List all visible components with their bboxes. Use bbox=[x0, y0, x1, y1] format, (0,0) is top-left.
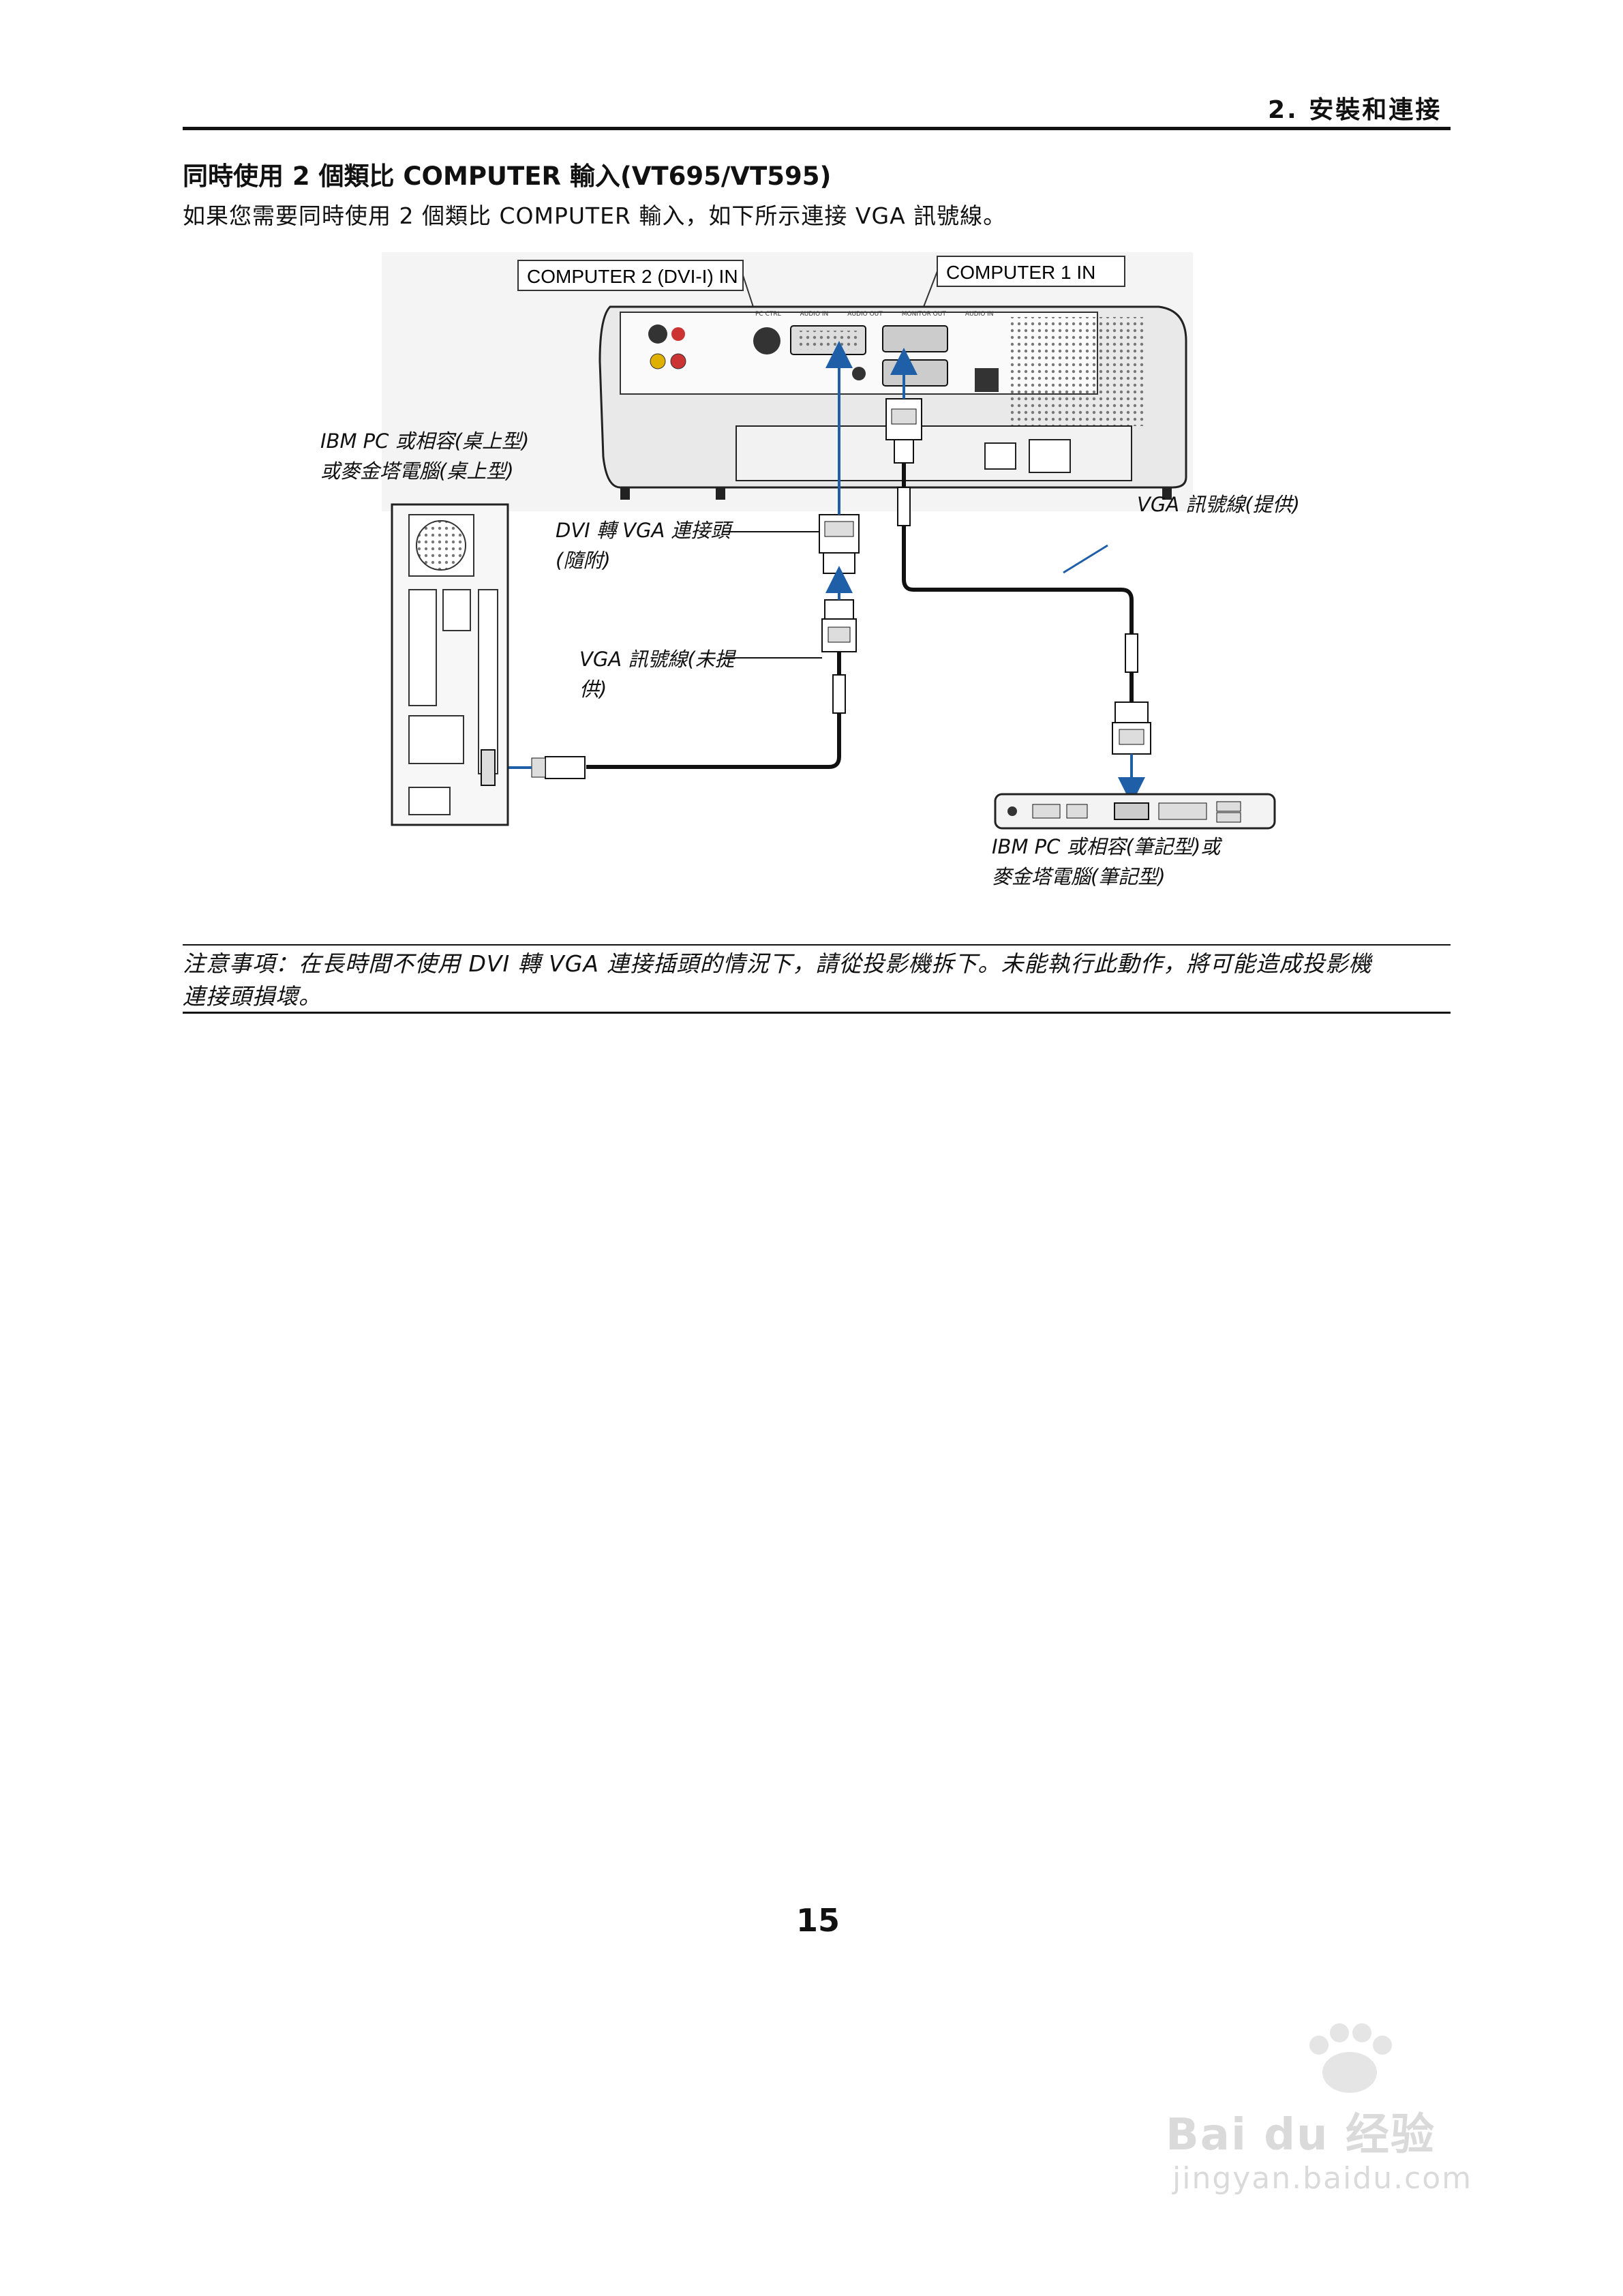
page-number: 15 bbox=[796, 1902, 840, 1939]
monitor-out-port bbox=[882, 359, 948, 387]
laptop bbox=[994, 793, 1276, 830]
vga-plug-desktop-side bbox=[531, 756, 586, 779]
vga-cable-not-supplied-label: VGA 訊號線(未提 供) bbox=[579, 644, 735, 704]
note-line2: 連接頭損壞。 bbox=[183, 983, 322, 1010]
laptop-vga-port bbox=[1114, 802, 1149, 820]
desktop-tower bbox=[391, 503, 509, 826]
supplied-cable-callout bbox=[1063, 544, 1108, 574]
note-bottom-rule bbox=[183, 1012, 1451, 1014]
desktop-label-line1: IBM PC 或相容(桌上型) bbox=[320, 429, 530, 453]
dvi-adapter-label-line1: DVI 轉 VGA 連接頭 bbox=[556, 519, 731, 542]
intro-paragraph: 如果您需要同時使用 2 個類比 COMPUTER 輸入，如下所示連接 VGA 訊… bbox=[183, 202, 1007, 229]
connection-diagram: COMPUTER 2 (DVI-I) IN COMPUTER 1 IN bbox=[382, 252, 1276, 830]
panel-label: AUDIO IN bbox=[965, 311, 994, 318]
power-switch bbox=[984, 442, 1016, 470]
dvi-vga-adapter bbox=[819, 514, 860, 574]
section-header-label: 2. 安裝和連接 bbox=[1268, 96, 1442, 124]
port-label-computer1: COMPUTER 1 IN bbox=[923, 256, 1125, 307]
header-rule bbox=[183, 127, 1451, 130]
vga-cable-not-supplied-label-line2: 供) bbox=[579, 678, 607, 701]
port-label-computer2: COMPUTER 2 (DVI-I) IN bbox=[517, 260, 754, 307]
dvi-adapter-label-line2: (隨附) bbox=[556, 549, 611, 572]
note-text: 注意事項：在長時間不使用 DVI 轉 VGA 連接插頭的情況下，請從投影機拆下。… bbox=[183, 948, 1451, 1013]
watermark-line2: jingyan.baidu.com bbox=[1172, 2161, 1473, 2196]
vga-cable-supplied bbox=[902, 463, 1134, 702]
vga-cable-not-supplied-label-line1: VGA 訊號線(未提 bbox=[579, 648, 735, 671]
ferrite-core-2 bbox=[897, 487, 911, 526]
vga-plug-projector bbox=[885, 398, 922, 464]
port-label-computer2-text: COMPUTER 2 (DVI-I) IN bbox=[527, 266, 738, 287]
panel-label: AUDIO IN bbox=[800, 311, 829, 318]
vga-cable-not-supplied bbox=[586, 652, 841, 769]
dvi-adapter-label: DVI 轉 VGA 連接頭 (隨附) bbox=[556, 515, 731, 575]
panel-label: MONITOR OUT bbox=[901, 311, 946, 318]
watermark-line1: Bai du 经验 bbox=[1166, 2110, 1436, 2160]
panel-label: PC CTRL bbox=[755, 311, 781, 318]
section-title: 同時使用 2 個類比 COMPUTER 輸入(VT695/VT595) bbox=[183, 162, 832, 191]
desktop-label-line2: 或麥金塔電腦(桌上型) bbox=[320, 459, 514, 483]
ferrite-core-1 bbox=[832, 674, 846, 714]
panel-label: AUDIO OUT bbox=[847, 311, 883, 318]
projector-vent-grille bbox=[1009, 317, 1145, 426]
desktop-vga-port bbox=[481, 749, 496, 786]
baidu-watermark: Bai du 经验 jingyan.baidu.com bbox=[1159, 2018, 1541, 2209]
laptop-computer-label: IBM PC 或相容(筆記型)或 麥金塔電腦(筆記型) bbox=[992, 832, 1220, 892]
note-line1: 注意事項：在長時間不使用 DVI 轉 VGA 連接插頭的情況下，請從投影機拆下。… bbox=[183, 950, 1372, 977]
projector-panel-labels: PC CTRL AUDIO IN AUDIO OUT MONITOR OUT A… bbox=[755, 311, 1110, 318]
vga-cable-supplied-label: VGA 訊號線(提供) bbox=[1137, 493, 1300, 516]
vga-plug-laptop-side bbox=[1112, 701, 1151, 755]
laptop-label-line1: IBM PC 或相容(筆記型)或 bbox=[992, 835, 1221, 858]
desktop-computer-label: IBM PC 或相容(桌上型) 或麥金塔電腦(桌上型) bbox=[320, 426, 529, 486]
vga-plug-adapter-side bbox=[821, 599, 857, 652]
port-label-computer1-text: COMPUTER 1 IN bbox=[946, 262, 1095, 283]
laptop-label-line2: 麥金塔電腦(筆記型) bbox=[992, 865, 1166, 888]
paw-logo-icon bbox=[1309, 2023, 1392, 2093]
projector bbox=[598, 305, 1187, 500]
ferrite-core-3 bbox=[1125, 633, 1138, 673]
vga-port-computer1 bbox=[882, 325, 948, 352]
ac-inlet bbox=[1029, 439, 1071, 473]
note-top-rule bbox=[183, 944, 1451, 946]
